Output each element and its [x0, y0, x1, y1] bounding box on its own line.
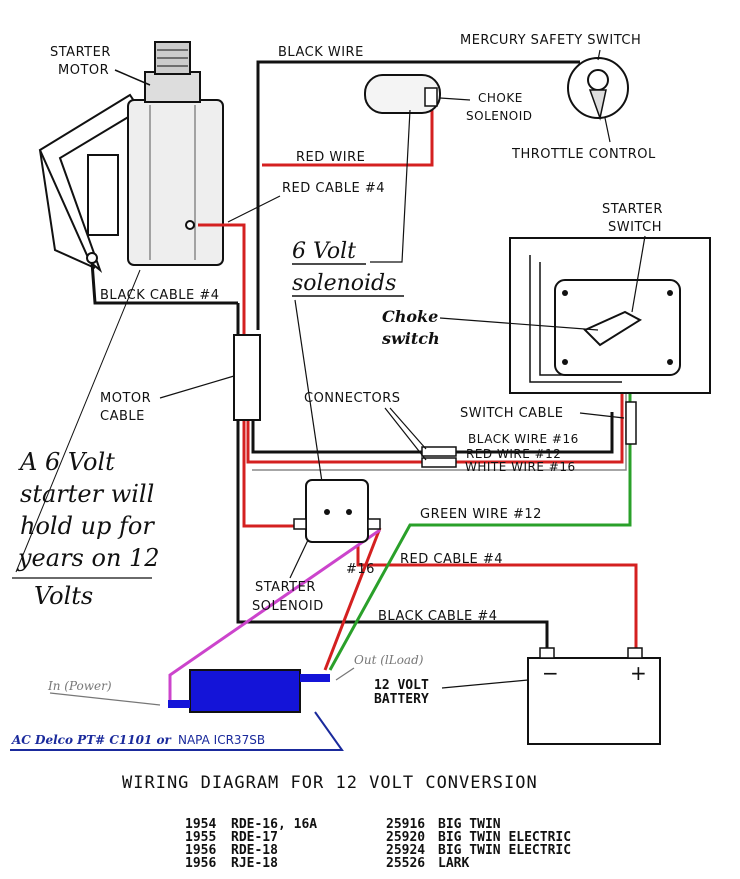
throttle-control-label: THROTTLE CONTROL: [511, 147, 656, 162]
starter-solenoid-label-2: SOLENOID: [252, 599, 324, 614]
switch-cable-clip: [625, 401, 637, 445]
starter-solenoid-label-1: STARTER: [255, 580, 316, 595]
in-power-label: In (Power): [47, 679, 112, 693]
svg-text:25916: 25916: [386, 817, 425, 832]
motor-cable-sleeve: [233, 334, 261, 421]
leader-line: [439, 317, 599, 331]
leader-line: [49, 692, 161, 706]
note-line-2: starter will: [20, 480, 154, 508]
note-line-1: A 6 Volt: [18, 448, 115, 476]
voltage-reducer: [168, 669, 330, 713]
model-row: 1956 RJE-18 25526 LARK: [185, 856, 469, 871]
out-load-label: Out (lLoad): [354, 653, 424, 667]
model-row: 1955 RDE-17 25920 BIG TWIN ELECTRIC: [185, 830, 571, 845]
svg-text:RJE-18: RJE-18: [231, 856, 278, 871]
six-volt-label-1: 6 Volt: [292, 239, 356, 264]
starter-switch-label-1: STARTER: [602, 202, 663, 217]
white-wire-16-label: WHITE WIRE #16: [465, 460, 576, 474]
starter-motor-label-2: MOTOR: [58, 63, 109, 78]
svg-text:BIG TWIN ELECTRIC: BIG TWIN ELECTRIC: [438, 843, 571, 858]
green-wire-label: GREEN WIRE #12: [420, 507, 542, 522]
battery-minus: −: [542, 661, 559, 685]
svg-text:RDE-16, 16A: RDE-16, 16A: [231, 817, 317, 832]
choke-solenoid-label-1: CHOKE: [478, 91, 523, 105]
svg-text:LARK: LARK: [438, 856, 469, 871]
battery-label-2: BATTERY: [374, 692, 429, 707]
svg-text:25920: 25920: [386, 830, 425, 845]
svg-text:25526: 25526: [386, 856, 425, 871]
choke-switch-label-1: Choke: [382, 307, 438, 326]
red-cable-bottom-label: RED CABLE #4: [400, 552, 503, 567]
svg-text:BIG TWIN: BIG TWIN: [438, 817, 501, 832]
svg-text:1954: 1954: [185, 817, 216, 832]
black-wire-16-label: BLACK WIRE #16: [468, 432, 579, 446]
six-volt-label-2: solenoids: [292, 271, 396, 296]
red-wire-12-label: RED WIRE #12: [466, 447, 561, 461]
leader-line: [370, 109, 411, 263]
choke-solenoid: [364, 74, 441, 114]
napa-label: NAPA ICR37SB: [178, 733, 265, 747]
hash16-label: #16: [346, 562, 375, 577]
choke-solenoid-label-2: SOLENOID: [466, 109, 533, 123]
leader-line: [159, 375, 235, 399]
svg-text:25924: 25924: [386, 843, 425, 858]
model-row: 1954 RDE-16, 16A 25916 BIG TWIN: [185, 817, 501, 832]
svg-text:1956: 1956: [185, 843, 216, 858]
starter-switch-label-2: SWITCH: [608, 220, 662, 235]
leader-line: [597, 49, 601, 61]
leader-line: [289, 539, 309, 579]
connectors-label: CONNECTORS: [304, 391, 401, 406]
ac-delco-label: AC Delco PT# C1101 or: [11, 733, 172, 747]
note-line-5: Volts: [34, 582, 93, 610]
svg-text:BIG TWIN ELECTRIC: BIG TWIN ELECTRIC: [438, 830, 571, 845]
svg-text:RDE-17: RDE-17: [231, 830, 278, 845]
leader-line: [604, 117, 611, 143]
connectors: [421, 446, 457, 468]
diagram-title: WIRING DIAGRAM FOR 12 VOLT CONVERSION: [122, 773, 538, 793]
leader-line: [15, 269, 141, 573]
motor-cable-label-2: CABLE: [100, 409, 145, 424]
mercury-switch-label: MERCURY SAFETY SWITCH: [460, 33, 641, 48]
svg-text:1955: 1955: [185, 830, 216, 845]
starter-solenoid: [293, 479, 381, 543]
magenta-wire: [168, 528, 381, 705]
leader-line: [439, 97, 471, 101]
note-line-3: hold up for: [20, 512, 155, 540]
black-cable-left-label: BLACK CABLE #4: [100, 288, 220, 303]
motor-cable-label-1: MOTOR: [100, 391, 151, 406]
leader-line: [579, 412, 625, 419]
leader-line: [631, 235, 646, 313]
starter-motor-label-1: STARTER: [50, 45, 111, 60]
leader-line: [335, 667, 355, 681]
svg-text:RDE-18: RDE-18: [231, 843, 278, 858]
leader-line: [294, 299, 323, 483]
red-cable-top-label: RED CABLE #4: [282, 181, 385, 196]
note-line-4: years on 12: [17, 544, 160, 572]
leader-line: [441, 679, 529, 689]
leader-line: [389, 407, 427, 450]
black-wire-top-label: BLACK WIRE: [278, 45, 364, 60]
battery-label-1: 12 VOLT: [374, 678, 429, 693]
battery: [527, 647, 661, 745]
model-table: 1954 RDE-16, 16A 25916 BIG TWIN 1955 RDE…: [185, 817, 571, 871]
black-cable-bottom-label: BLACK CABLE #4: [378, 609, 498, 624]
leader-line: [227, 195, 281, 223]
choke-switch-label-2: switch: [381, 329, 440, 348]
starter-motor: [38, 41, 224, 273]
leader-line: [114, 69, 151, 86]
model-row: 1956 RDE-18 25924 BIG TWIN ELECTRIC: [185, 843, 571, 858]
leader-line: [384, 407, 427, 461]
starter-switch: [509, 237, 711, 394]
red-wire-label: RED WIRE: [296, 150, 365, 165]
switch-cable-label: SWITCH CABLE: [460, 406, 563, 421]
svg-text:1956: 1956: [185, 856, 216, 871]
battery-plus: +: [630, 661, 647, 685]
mercury-safety-switch: [567, 57, 629, 121]
